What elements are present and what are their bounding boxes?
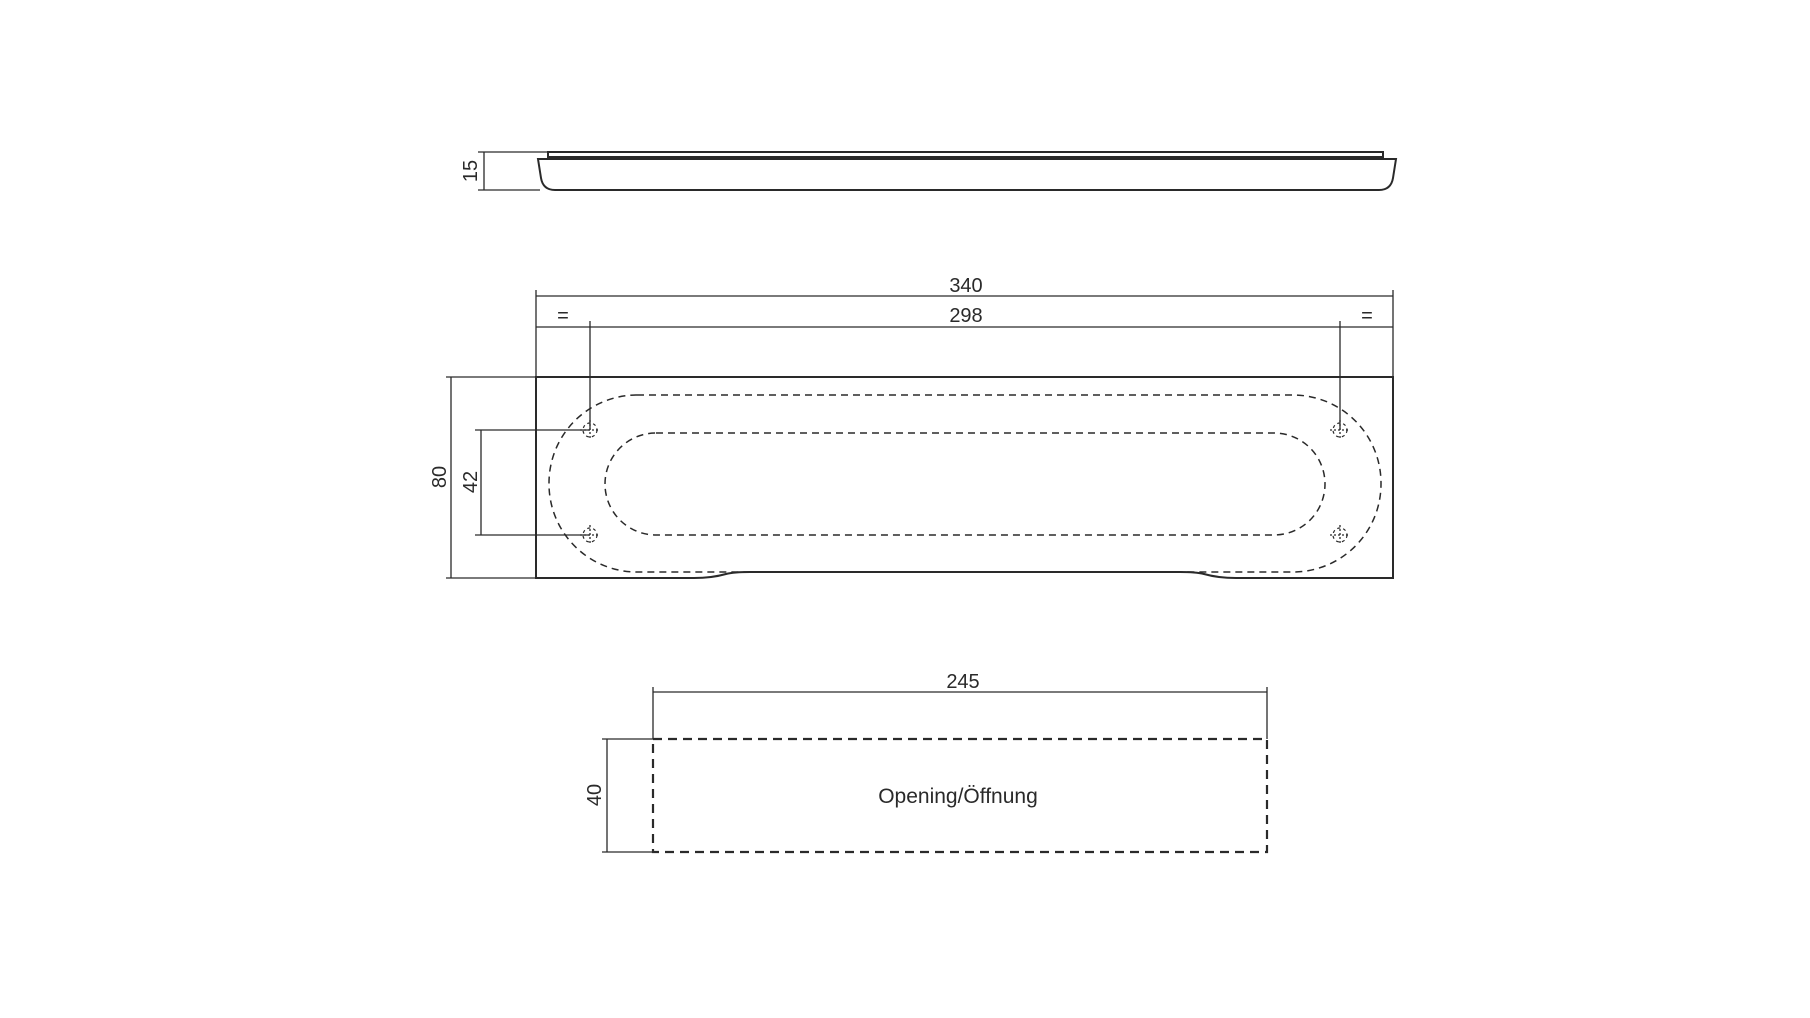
side-view-body (536, 158, 1398, 191)
side-view: 15 (460, 151, 1398, 191)
outer-flap-outline (548, 394, 1382, 573)
inner-slot-outline (604, 432, 1326, 536)
screw-hole-bottom-right (1330, 525, 1350, 545)
side-view-lip (547, 151, 1384, 158)
front-view: 340 298 = = (429, 275, 1394, 579)
opening-height-label: 40 (584, 784, 606, 806)
opening-outline (651, 737, 1269, 854)
opening-view: 245 40 Opening/Öffnung (584, 671, 1269, 854)
front-plate-outline (535, 376, 1394, 579)
hole-vertical-label: 42 (460, 471, 482, 493)
opening-label: Opening/Öffnung (878, 785, 1038, 808)
equal-mark-left: = (557, 305, 569, 327)
opening-width-label: 245 (946, 671, 979, 693)
screw-hole-top-right (1330, 420, 1350, 440)
hole-spacing-label: 298 (949, 305, 982, 327)
front-height-label: 80 (429, 466, 451, 488)
overall-width-label: 340 (949, 275, 982, 297)
equal-mark-right: = (1361, 305, 1373, 327)
side-height-label: 15 (460, 160, 482, 182)
